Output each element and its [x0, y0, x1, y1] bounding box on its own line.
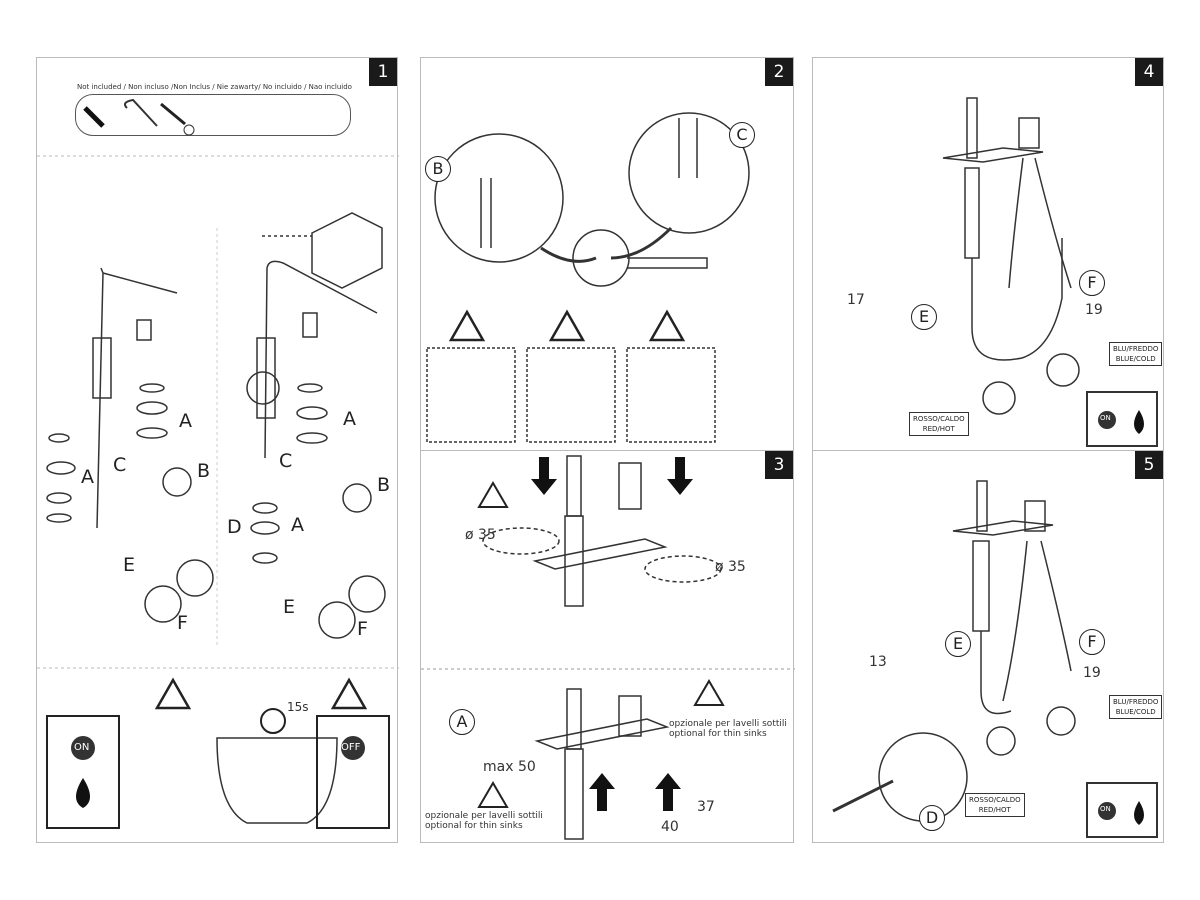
label-f: F: [177, 612, 188, 634]
cold-it: BLU/FREDDO: [1113, 698, 1159, 706]
step-number: 5: [1135, 451, 1163, 479]
optional-en: optional for thin sinks: [669, 729, 767, 739]
label-f: F: [1079, 270, 1105, 296]
wrench-size-19: 19: [1085, 302, 1103, 318]
step-number: 2: [765, 58, 793, 86]
allen-key-icon: [124, 98, 158, 127]
label-f: F: [1079, 629, 1105, 655]
diameter-left: ø 35: [465, 527, 496, 543]
not-included-tools: [75, 94, 351, 136]
off-label: OFF: [341, 742, 361, 753]
diameter-right: ø 35: [715, 559, 746, 575]
label-a: A: [81, 466, 94, 488]
on-label: ON: [1100, 414, 1111, 422]
warning-icon: [154, 677, 192, 710]
step-5-panel: 5 E F D 13 19 BLU/FREDDO BLUE/COLD ROSSO/…: [812, 450, 1164, 843]
label-a: A: [449, 709, 475, 735]
cold-en: BLUE/COLD: [1115, 708, 1156, 716]
step-4-panel: 4 E F 17 19 BLU/FREDDO BLUE/COLD ROSSO/CA…: [812, 57, 1164, 451]
not-included-text: Not included / Non incluso /Non Inclus /…: [77, 83, 352, 91]
wrench-size-40: 40: [661, 819, 679, 835]
hot-en: RED/HOT: [978, 806, 1011, 814]
step-1-panel: 1 Not included / Non incluso /Non Inclus…: [36, 57, 399, 843]
optional-it: opzionale per lavelli sottili: [669, 719, 787, 729]
water-drop-icon: [1134, 410, 1144, 434]
step-2-panel: 2 B C: [420, 57, 794, 451]
wrench-size-19: 19: [1083, 665, 1101, 681]
step-1-drawing: [37, 98, 399, 829]
label-e: E: [911, 304, 937, 330]
screwdriver-icon: [832, 779, 894, 813]
optional-en: optional for thin sinks: [425, 821, 523, 831]
wrench-size-13: 13: [869, 654, 887, 670]
warning-icon: [330, 677, 368, 710]
label-d: D: [919, 805, 945, 831]
label-e: E: [945, 631, 971, 657]
step-3-drawing: [421, 455, 795, 840]
label-e: E: [283, 596, 296, 618]
wrench-size-17: 17: [847, 292, 865, 308]
optional-it: opzionale per lavelli sottili: [425, 811, 543, 821]
step-4-drawing: [942, 97, 1158, 447]
timer-label: 15s: [287, 700, 309, 714]
water-drop-icon: [76, 778, 90, 808]
label-a: A: [343, 408, 356, 430]
label-b: B: [377, 474, 391, 496]
label-f: F: [357, 618, 368, 640]
wrench-size-37: 37: [697, 799, 715, 815]
step-2-drawing: [426, 112, 750, 443]
cold-label: BLU/FREDDO BLUE/COLD: [1109, 342, 1163, 366]
cold-label: BLU/FREDDO BLUE/COLD: [1109, 695, 1163, 719]
warning-icon: [448, 309, 686, 342]
hot-label: ROSSO/CALDO RED/HOT: [909, 412, 969, 436]
label-b: B: [425, 156, 451, 182]
screwdriver-icon: [160, 102, 186, 126]
hot-it: ROSSO/CALDO: [969, 796, 1021, 804]
hot-label: ROSSO/CALDO RED/HOT: [965, 793, 1025, 817]
label-a: A: [291, 514, 304, 536]
water-drop-icon: [1134, 801, 1144, 825]
label-c: C: [279, 450, 293, 472]
on-label: ON: [74, 742, 90, 753]
label-e: E: [123, 554, 136, 576]
label-b: B: [197, 460, 211, 482]
step-number: 3: [765, 451, 793, 479]
hot-it: ROSSO/CALDO: [913, 415, 965, 423]
hot-en: RED/HOT: [922, 425, 955, 433]
max-height: max 50: [483, 759, 536, 775]
cold-it: BLU/FREDDO: [1113, 345, 1159, 353]
step-3-panel: 3 ø 35 ø 35 A max 50 opzionale per lavel…: [420, 450, 795, 843]
cold-en: BLUE/COLD: [1115, 355, 1156, 363]
label-c: C: [113, 454, 127, 476]
step-number: 4: [1135, 58, 1163, 86]
label-c: C: [729, 122, 755, 148]
warning-icon: [477, 481, 725, 808]
label-d: D: [227, 516, 242, 538]
bucket-icon: [216, 737, 338, 824]
label-a: A: [179, 410, 192, 432]
step-5-drawing: [832, 480, 1158, 838]
timer-icon: [260, 708, 286, 734]
wrench-icon: [83, 106, 105, 128]
step-number: 1: [369, 58, 397, 86]
on-label: ON: [1100, 805, 1111, 813]
